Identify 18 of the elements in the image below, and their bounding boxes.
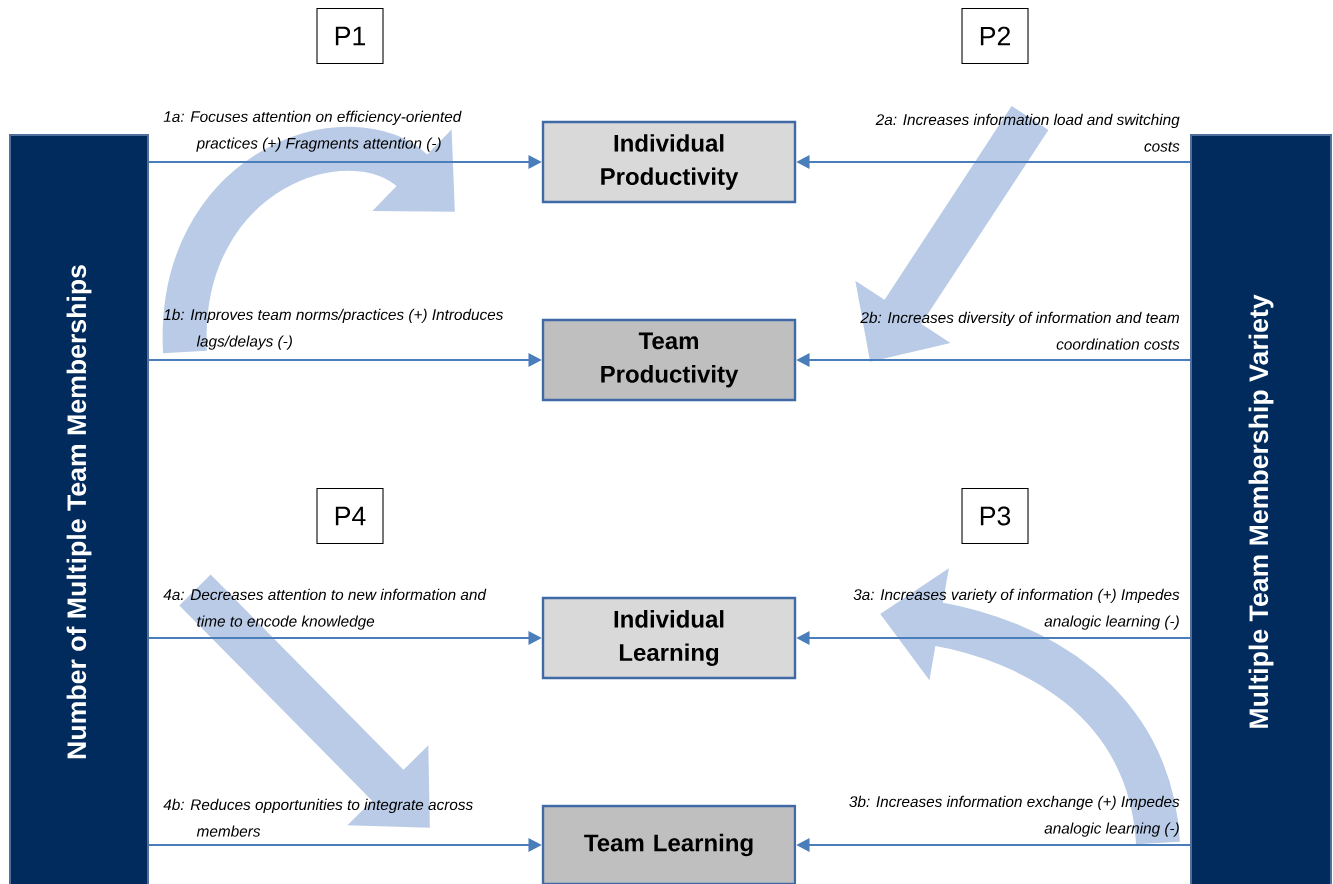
construct-bar: Number of Multiple Team Memberships (9, 134, 149, 884)
outcome-box: Individual Productivity (541, 120, 797, 204)
edge-label: 1b: Improves team norms/practices (+) Introduces lags/delays (-) (163, 308, 504, 350)
proposition-box: P1 (316, 8, 384, 64)
edge-label: 3b: Increases information exchange (+) Impedes analogic learning (-) (849, 795, 1180, 837)
edge-label: 2a: Increases information load and switching costs (875, 113, 1180, 152)
edge-label: 1a: Focuses attention on efficiency-oriented practices (+) Fragments attention (-) (163, 110, 462, 152)
proposition-box: P4 (316, 488, 384, 544)
outcome-box: Team Productivity (541, 318, 797, 402)
edge-label: 2b: Increases diversity of information and team coordination costs (860, 311, 1180, 350)
outcome-box: Individual Learning (541, 596, 797, 680)
construct-bar: Multiple Team Membership Variety (1190, 134, 1333, 884)
proposition-box: P3 (961, 488, 1029, 544)
outcome-box: Team Learning (541, 804, 797, 884)
edge-label: 4a: Decreases attention to new information and time to encode knowledge (163, 588, 487, 630)
edge-label: 4b: Reduces opportunities to integrate across members (163, 798, 473, 837)
proposition-box: P2 (961, 8, 1029, 64)
edge-label: 3a: Increases variety of information (+) Impedes analogic learning (-) (853, 588, 1180, 630)
